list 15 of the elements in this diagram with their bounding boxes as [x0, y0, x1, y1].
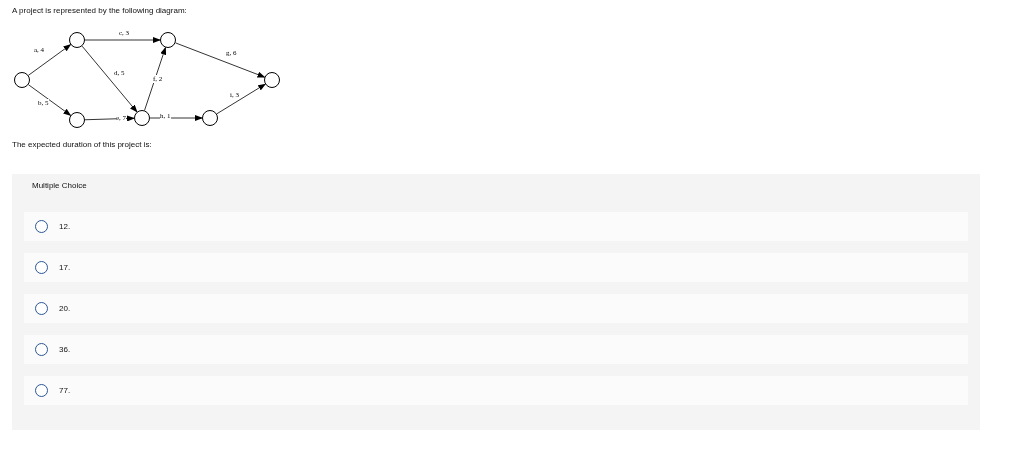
event-node [202, 110, 218, 126]
event-node [69, 112, 85, 128]
event-node [160, 32, 176, 48]
event-node [69, 32, 85, 48]
option-text: 12. [59, 222, 71, 231]
option-text: 77. [59, 386, 71, 395]
question-text: A project is represented by the following diagram: [12, 6, 187, 15]
event-node [14, 72, 30, 88]
event-node [264, 72, 280, 88]
option-text: 17. [59, 263, 71, 272]
event-node [134, 110, 150, 126]
option-text: 36. [59, 345, 71, 354]
section-heading: Multiple Choice [32, 181, 87, 190]
option-text: 20. [59, 304, 71, 313]
question-text: The expected duration of this project is: [12, 140, 152, 149]
